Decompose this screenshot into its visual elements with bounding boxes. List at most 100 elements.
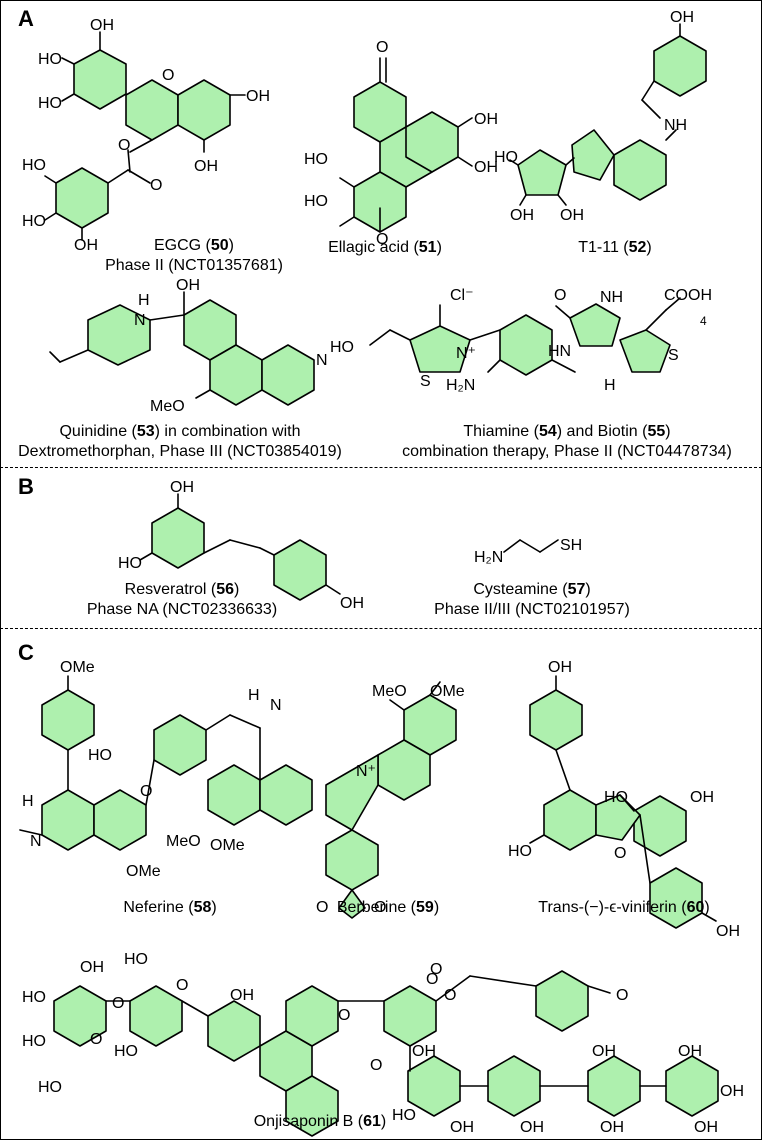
neferine-o: O xyxy=(140,783,152,800)
cysteamine-h2n: H₂N xyxy=(474,549,503,566)
biotin-hn: HN xyxy=(548,343,571,360)
ellagic-o-bottom: O xyxy=(376,231,388,248)
caption-ellagic-id: 51 xyxy=(418,239,437,256)
caption-quinidine-name: Quinidine ( xyxy=(59,423,137,440)
caption-t1-11: T1-11 (52) xyxy=(560,238,670,258)
thiamine-h2n: H₂N xyxy=(446,377,475,394)
onji-ho-1: HO xyxy=(22,989,46,1006)
caption-neferine: Neferine (58) xyxy=(90,898,250,918)
t111-oh-1: OH xyxy=(510,207,534,224)
egcg-o-ring: O xyxy=(162,67,174,84)
egcg-ring-b xyxy=(73,49,127,110)
ellagic-oh-1: OH xyxy=(474,111,498,128)
cysteamine-sh: SH xyxy=(560,537,582,554)
biotin-cooh: COOH xyxy=(664,287,712,304)
onji-oh-9: OH xyxy=(720,1083,744,1100)
caption-viniferin-name: Trans-(−)-ϵ-viniferin ( xyxy=(538,899,687,916)
caption-onjisaponin: Onjisaponin B (61) xyxy=(232,1112,408,1132)
egcg-ho-4: HO xyxy=(22,213,46,230)
thiamine-ho: HO xyxy=(330,339,354,356)
egcg-oh-4: OH xyxy=(74,237,98,254)
berberine-ome: OMe xyxy=(430,683,465,700)
neferine-h-1: H xyxy=(22,793,34,810)
caption-berberine-id: 59 xyxy=(416,899,434,916)
onji-ho-5: HO xyxy=(114,1043,138,1060)
caption-ellagic-tail: ) xyxy=(436,239,442,256)
berberine-o-2: O xyxy=(374,899,386,916)
egcg-o-carbonyl: O xyxy=(150,177,162,194)
caption-egcg-phase: Phase II (NCT01357681) xyxy=(105,257,283,274)
viniferin-oh-3: OH xyxy=(716,923,740,940)
caption-berberine: Berberine (59) xyxy=(318,898,458,918)
caption-onjisaponin-tail: ) xyxy=(380,1113,387,1130)
biotin-structure: O NH HN S H COOH 4 xyxy=(548,287,712,394)
berberine-o-1: O xyxy=(316,899,328,916)
caption-t111-tail: ) xyxy=(646,239,652,256)
viniferin-oh-2: OH xyxy=(690,789,714,806)
thiamine-s: S xyxy=(420,373,431,390)
panel-label-c: C xyxy=(18,640,34,665)
neferine-structure: OMe HO O H N OMe MeO OMe H N xyxy=(19,659,313,880)
ellagic-ho-2: HO xyxy=(304,193,328,210)
onji-o-3: O xyxy=(176,977,188,994)
biotin-s: S xyxy=(668,347,679,364)
viniferin-o: O xyxy=(614,845,626,862)
onjisaponin-structure: OH HO HO HO O O HO O HO OH O O O O OH O … xyxy=(22,951,744,1137)
neferine-n-2: N xyxy=(270,697,282,714)
caption-t111-name: T1-11 ( xyxy=(578,239,629,256)
caption-resveratrol-name: Resveratrol ( xyxy=(124,581,217,598)
caption-resveratrol: Resveratrol (56) Phase NA (NCT02336633) xyxy=(82,580,282,620)
onji-o-4: O xyxy=(338,1007,350,1024)
t111-ho: HO xyxy=(494,149,518,166)
caption-biotin-id: 55 xyxy=(647,423,666,440)
thiamine-structure: Cl⁻ N⁺ S HO H₂N xyxy=(330,287,576,394)
caption-cysteamine-id: 57 xyxy=(567,581,586,598)
onji-o-1: O xyxy=(112,995,124,1012)
viniferin-structure: OH HO OH HO O OH xyxy=(508,659,740,940)
egcg-ring-a xyxy=(177,79,231,141)
thiamine-cl: Cl⁻ xyxy=(450,287,474,304)
caption-neferine-id: 58 xyxy=(193,899,212,916)
quinidine-oh: OH xyxy=(176,277,200,294)
onji-o-2: O xyxy=(90,1031,102,1048)
ellagic-ho-1: HO xyxy=(304,151,328,168)
panel-label-a: A xyxy=(18,6,34,31)
resveratrol-oh-1: OH xyxy=(170,479,194,496)
onji-oh-2: OH xyxy=(230,987,254,1004)
egcg-o-ester: O xyxy=(118,137,130,154)
caption-viniferin-tail: ) xyxy=(704,899,710,916)
quinidine-h: H xyxy=(138,292,150,309)
egcg-oh-2: OH xyxy=(246,88,270,105)
quinidine-meo: MeO xyxy=(150,398,185,415)
viniferin-ho-2: HO xyxy=(508,843,532,860)
caption-viniferin: Trans-(−)-ϵ-viniferin (60) xyxy=(516,898,732,918)
neferine-ome-2: OMe xyxy=(126,863,161,880)
panel-label-b: B xyxy=(18,474,34,499)
onji-oh-6: OH xyxy=(592,1043,616,1060)
berberine-meo: MeO xyxy=(372,683,407,700)
onji-ho-4: HO xyxy=(124,951,148,968)
caption-egcg-id: 50 xyxy=(210,237,229,254)
neferine-h-2: H xyxy=(248,687,260,704)
quinidine-n-ring: N xyxy=(316,352,328,369)
egcg-ho-1: HO xyxy=(38,51,62,68)
quinidine-n: N xyxy=(134,312,146,329)
caption-viniferin-id: 60 xyxy=(686,899,705,916)
t111-nh: NH xyxy=(664,117,687,134)
onji-oh-4: OH xyxy=(450,1119,474,1136)
caption-onjisaponin-id: 61 xyxy=(363,1113,381,1130)
onji-ho-3: HO xyxy=(38,1079,62,1096)
caption-cysteamine: Cysteamine (57) Phase II/III (NCT0210195… xyxy=(432,580,632,620)
caption-thiamine-id: 54 xyxy=(538,423,557,440)
quinidine-structure: OH N H N MeO xyxy=(49,277,328,415)
ellagic-oh-2: OH xyxy=(474,159,498,176)
onji-oh-8: OH xyxy=(678,1043,702,1060)
caption-quinidine: Quinidine (53) in combination with Dextr… xyxy=(10,422,350,462)
caption-berberine-tail: ) xyxy=(433,899,440,916)
t111-oh-top: OH xyxy=(670,9,694,26)
caption-neferine-name: Neferine ( xyxy=(123,899,194,916)
caption-t111-id: 52 xyxy=(628,239,647,256)
caption-egcg-tail: ) xyxy=(228,237,234,254)
caption-ellagic-acid: Ellagic acid (51) xyxy=(300,238,470,258)
